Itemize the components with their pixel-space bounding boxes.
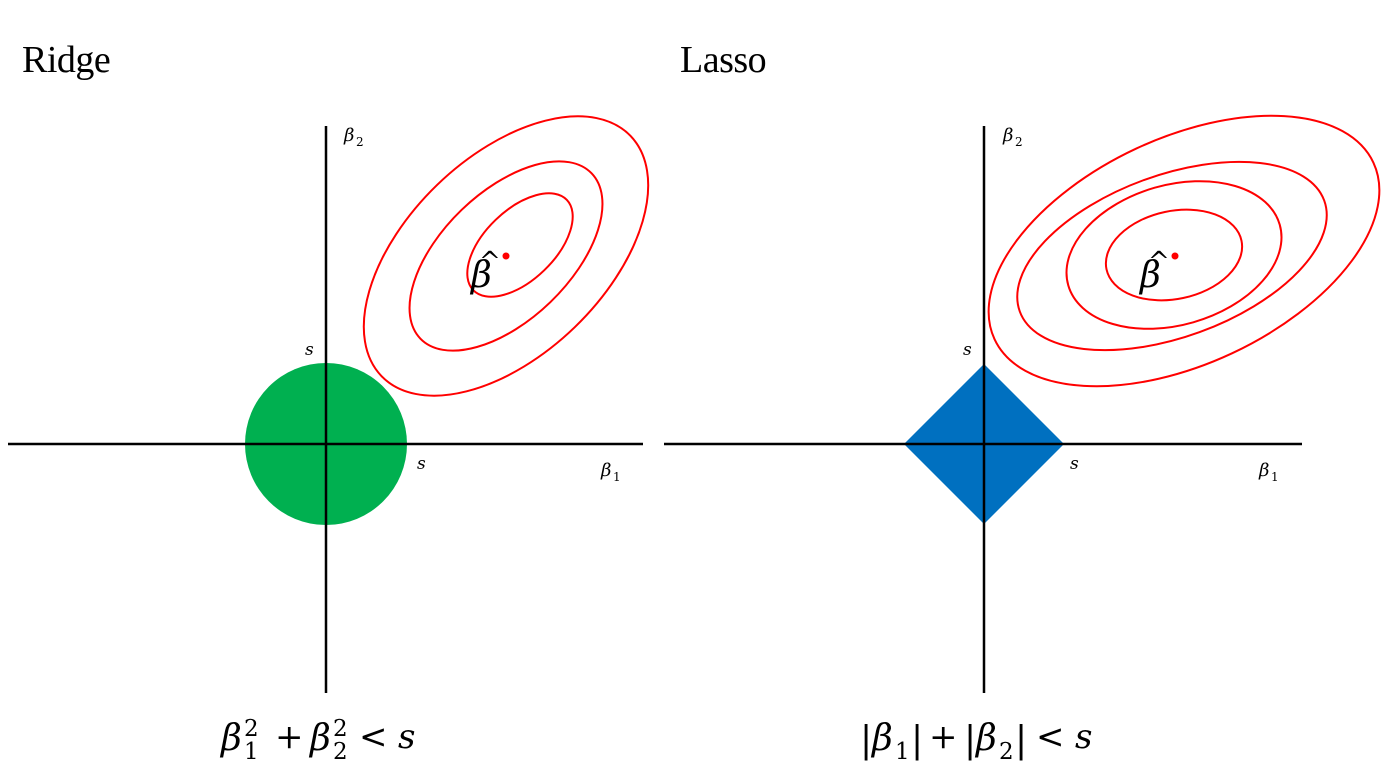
lasso-constraint-formula: | β 1 | + | β 2 | < s xyxy=(860,717,1092,765)
ridge-formula-sub2: 2 xyxy=(333,739,348,765)
lasso-formula-s: s xyxy=(1075,717,1092,757)
lasso-panel: β ^ β 2 β 1 s s | β 1 | + | β 2 | < s xyxy=(664,114,1381,765)
lasso-s-y-label: s xyxy=(963,340,972,360)
ridge-beta2-subscript: 2 xyxy=(356,135,364,149)
lasso-contour-middle xyxy=(1065,180,1283,330)
lasso-formula-beta1: β xyxy=(870,718,893,759)
ridge-formula-plus: + xyxy=(275,717,304,757)
ridge-estimate-label: β xyxy=(469,255,492,296)
lasso-formula-plus: + xyxy=(929,717,958,757)
ridge-formula-lt: < xyxy=(359,717,388,757)
lasso-formula-bar4: | xyxy=(1015,720,1027,761)
ridge-panel: β ^ β 2 β 1 s s β 1 2 + β 2 2 < s xyxy=(8,115,650,765)
lasso-contour-outermost xyxy=(987,114,1381,388)
lasso-contour-outer xyxy=(1016,160,1328,352)
lasso-beta2-subscript: 2 xyxy=(1015,135,1023,149)
lasso-formula-bar2: | xyxy=(911,720,923,761)
lasso-contours xyxy=(987,114,1381,388)
lasso-formula-bar3: | xyxy=(964,720,976,761)
ridge-contour-inner xyxy=(466,192,574,298)
lasso-estimate-hat: ^ xyxy=(1148,247,1170,277)
lasso-formula-bar1: | xyxy=(860,720,872,761)
ridge-formula-sup1: 2 xyxy=(244,716,259,742)
lasso-formula-sub2: 2 xyxy=(999,739,1014,765)
ridge-beta1-label: β xyxy=(600,460,611,481)
ridge-estimate-point xyxy=(502,252,510,260)
lasso-formula-beta2: β xyxy=(974,718,997,759)
ridge-beta2-label: β xyxy=(343,125,354,146)
ridge-beta1-subscript: 1 xyxy=(613,470,621,484)
ridge-contours xyxy=(362,115,650,397)
ridge-title: Ridge xyxy=(22,39,111,81)
lasso-formula-sub1: 1 xyxy=(895,739,910,765)
lasso-formula-lt: < xyxy=(1036,717,1065,757)
ridge-formula-beta1: β xyxy=(219,718,242,759)
lasso-s-x-label: s xyxy=(1070,454,1079,474)
ridge-estimate-hat: ^ xyxy=(479,247,501,277)
lasso-beta2-label: β xyxy=(1002,125,1013,146)
ridge-contour-outer xyxy=(362,115,650,397)
ridge-formula-sub1: 1 xyxy=(244,739,259,765)
lasso-estimate-label: β xyxy=(1138,255,1161,296)
ridge-formula-s: s xyxy=(398,717,415,757)
ridge-s-x-label: s xyxy=(417,454,426,474)
lasso-contour-inner xyxy=(1104,208,1244,302)
lasso-estimate-point xyxy=(1171,252,1179,260)
lasso-title: Lasso xyxy=(680,39,767,81)
ridge-s-y-label: s xyxy=(305,340,314,360)
ridge-formula-beta2: β xyxy=(308,718,331,759)
ridge-constraint-formula: β 1 2 + β 2 2 < s xyxy=(219,716,415,765)
lasso-beta1-label: β xyxy=(1258,460,1269,481)
ridge-formula-sup2: 2 xyxy=(333,716,348,742)
ridge-contour-middle xyxy=(408,160,604,352)
lasso-beta1-subscript: 1 xyxy=(1271,470,1279,484)
